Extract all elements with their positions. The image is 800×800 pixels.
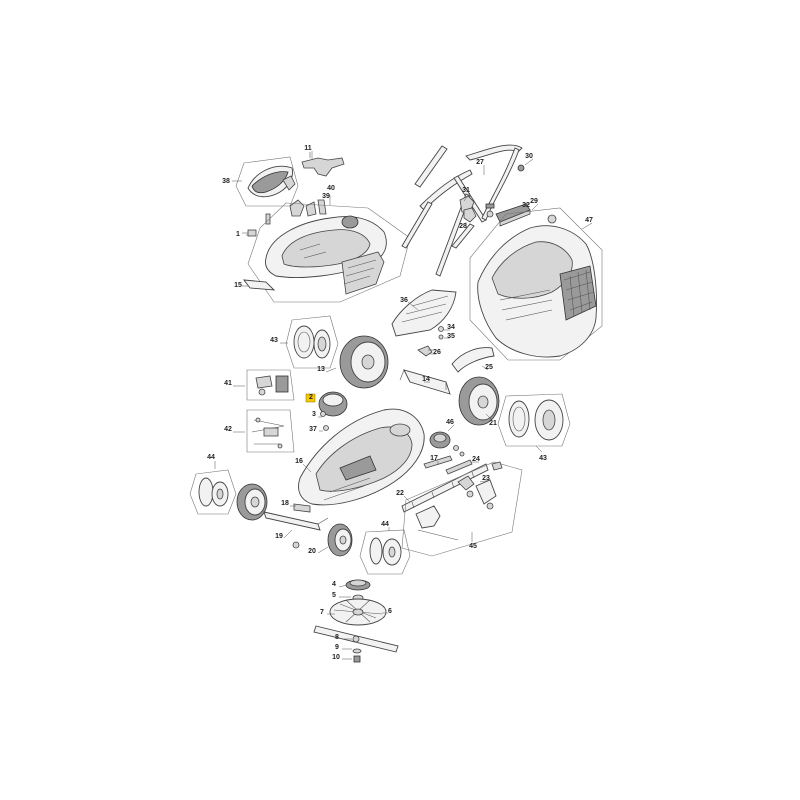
part-27-handle <box>401 144 523 277</box>
part-3-screw <box>320 411 326 417</box>
callout-c45: 45 <box>469 543 477 550</box>
part-25-flap <box>451 347 495 373</box>
callout-c5: 5 <box>332 592 336 599</box>
callout-c43a: 43 <box>270 337 278 344</box>
callout-c35: 35 <box>447 333 455 340</box>
callout-c29: 29 <box>530 198 538 205</box>
part-42-wiring <box>246 409 295 453</box>
callout-c16: 16 <box>295 458 303 465</box>
callout-c24: 24 <box>472 456 480 463</box>
callout-c43b: 43 <box>539 455 547 462</box>
part-44-wheel-set-bottom <box>359 529 411 575</box>
part-36-cover-plate <box>391 289 457 337</box>
part-37-screw <box>323 425 329 431</box>
part-43-wheel-set-right <box>497 393 571 447</box>
part-39-housing <box>247 202 411 303</box>
callout-c39: 39 <box>322 193 330 200</box>
callout-c6: 6 <box>388 608 392 615</box>
callout-c17: 17 <box>430 455 438 462</box>
part-16-deck <box>298 408 425 506</box>
callout-c20: 20 <box>308 548 316 555</box>
callout-c46: 46 <box>446 419 454 426</box>
callout-c19: 19 <box>275 533 283 540</box>
callout-c37: 37 <box>309 426 317 433</box>
part-47-grass-catcher <box>469 207 603 361</box>
part-19-front-axle <box>263 511 329 549</box>
callout-c3: 3 <box>312 411 316 418</box>
callout-c44b: 44 <box>381 521 389 528</box>
callout-c21: 21 <box>489 420 497 427</box>
callout-c38: 38 <box>222 178 230 185</box>
part-24-spring <box>445 459 473 475</box>
part-20-front-wheel <box>327 523 353 557</box>
part-18-bracket <box>293 503 311 513</box>
callout-c25: 25 <box>485 364 493 371</box>
part-32-bolt <box>485 203 495 218</box>
callout-c30: 30 <box>525 153 533 160</box>
part-38-cover <box>235 156 299 207</box>
part-6-impeller <box>329 598 387 626</box>
callout-c47: 47 <box>585 217 593 224</box>
front-wheel-left <box>236 483 268 521</box>
part-34-screw <box>438 326 444 332</box>
callout-c26: 26 <box>433 349 441 356</box>
callout-c8: 8 <box>335 634 339 641</box>
part-28-knob <box>463 207 477 223</box>
part-35-washer <box>438 334 444 340</box>
part-23-latch <box>457 475 475 498</box>
part-15-plate <box>242 279 276 291</box>
callout-c28: 28 <box>459 223 467 230</box>
callout-c40: 40 <box>327 185 335 192</box>
part-46-height-adjuster <box>429 431 465 457</box>
part-26-lever <box>417 345 434 357</box>
part-1-clip <box>242 229 257 237</box>
callout-c13: 13 <box>317 366 325 373</box>
callout-c36: 36 <box>400 297 408 304</box>
callout-c2: 2 <box>309 394 313 401</box>
part-4-fan <box>345 579 371 591</box>
callout-c15: 15 <box>234 282 242 289</box>
part-45-lever-assembly <box>401 461 523 557</box>
callout-c44a: 44 <box>207 454 215 461</box>
callout-c23: 23 <box>482 475 490 482</box>
part-13-rear-wheel <box>339 335 389 389</box>
callout-c32: 32 <box>522 202 530 209</box>
callout-c27: 27 <box>476 159 484 166</box>
part-41-switch-module <box>246 369 295 401</box>
part-30-nut <box>517 164 525 172</box>
callout-c10: 10 <box>332 654 340 661</box>
callout-c41: 41 <box>224 380 232 387</box>
callout-c1: 1 <box>236 231 240 238</box>
callout-c11: 11 <box>304 145 312 152</box>
callout-c31: 31 <box>462 187 470 194</box>
callout-c9: 9 <box>335 644 339 651</box>
part-22-rail <box>401 463 489 513</box>
part-8-blade <box>313 625 399 653</box>
part-9-washer <box>352 648 362 654</box>
part-2-motor <box>305 391 348 417</box>
part-11-bracket <box>301 152 345 177</box>
callout-c42: 42 <box>224 426 232 433</box>
part-10-bolt <box>353 655 361 663</box>
part-21-rear-wheel <box>458 376 500 426</box>
callout-c18: 18 <box>281 500 289 507</box>
callout-c14: 14 <box>422 376 430 383</box>
callout-c4: 4 <box>332 581 336 588</box>
part-44-wheel-set-left <box>189 469 237 515</box>
callout-c7: 7 <box>320 609 324 616</box>
callout-c34: 34 <box>447 324 455 331</box>
leader-lines <box>214 151 593 660</box>
callout-c22: 22 <box>396 490 404 497</box>
part-43-wheel-set-top <box>285 315 339 369</box>
